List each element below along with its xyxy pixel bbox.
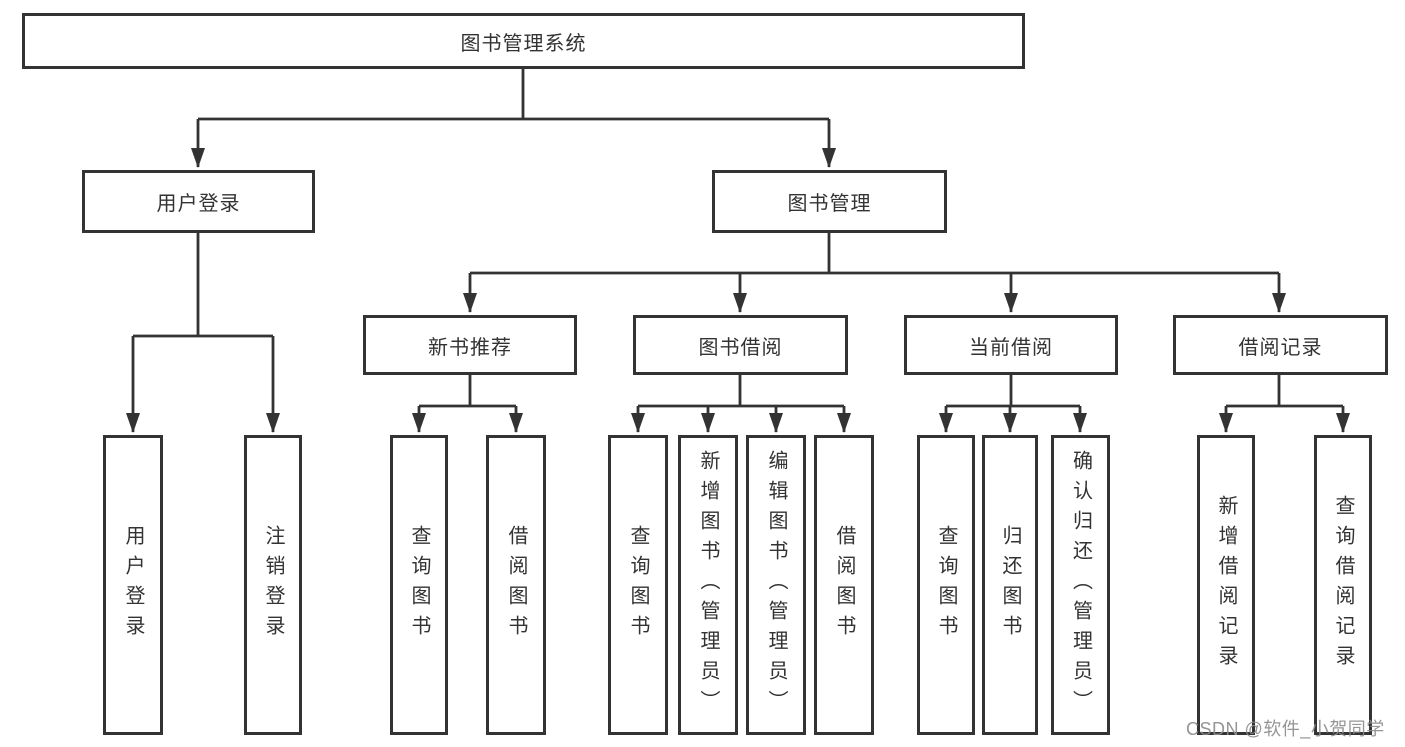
node-leaf-borrow-books-borrowing: 借阅图书 bbox=[814, 435, 874, 735]
node-book-management-label: 图书管理 bbox=[787, 193, 872, 215]
csdn-watermark: CSDN @软件_小贺同学 bbox=[1186, 719, 1385, 739]
node-borrowing-records-label: 借阅记录 bbox=[1238, 336, 1323, 359]
node-leaf-user-login-label: 用户登录 bbox=[122, 525, 144, 645]
node-borrowing-records: 借阅记录 bbox=[1173, 315, 1388, 375]
node-library-management-system-label: 图书管理系统 bbox=[460, 32, 587, 55]
node-leaf-query-books-recommendation: 查询图书 bbox=[390, 435, 448, 735]
node-leaf-query-books-borrowing: 查询图书 bbox=[608, 435, 668, 735]
node-leaf-query-books-current-label: 查询图书 bbox=[935, 525, 957, 645]
node-leaf-add-borrowing-record-label: 新增借阅记录 bbox=[1215, 495, 1237, 675]
node-user-login: 用户登录 bbox=[82, 170, 315, 233]
node-leaf-borrow-books-borrowing-label: 借阅图书 bbox=[833, 525, 855, 645]
node-library-management-system: 图书管理系统 bbox=[22, 13, 1025, 69]
node-leaf-user-login: 用户登录 bbox=[103, 435, 163, 735]
node-leaf-query-books-current: 查询图书 bbox=[917, 435, 975, 735]
node-leaf-return-books-label: 归还图书 bbox=[999, 525, 1021, 645]
node-leaf-query-books-recommendation-label: 查询图书 bbox=[408, 525, 430, 645]
node-leaf-add-borrowing-record: 新增借阅记录 bbox=[1197, 435, 1255, 735]
edges-borrowing-records-to-leaves bbox=[1219, 375, 1350, 433]
node-new-book-recommendation-label: 新书推荐 bbox=[428, 336, 512, 359]
edges-new-book-recommendation-to-leaves bbox=[412, 375, 523, 433]
edges-root-to-level2 bbox=[191, 69, 836, 168]
node-leaf-edit-books-admin-label: 编辑图书（管理员） bbox=[765, 450, 787, 720]
edges-book-management-to-level3 bbox=[463, 233, 1286, 313]
node-user-login-label: 用户登录 bbox=[156, 193, 241, 215]
node-book-management: 图书管理 bbox=[712, 170, 947, 233]
node-leaf-query-borrowing-record-label: 查询借阅记录 bbox=[1332, 495, 1354, 675]
node-leaf-return-books: 归还图书 bbox=[982, 435, 1038, 735]
node-leaf-query-books-borrowing-label: 查询图书 bbox=[627, 525, 649, 645]
node-leaf-borrow-books-recommendation: 借阅图书 bbox=[486, 435, 546, 735]
node-leaf-add-books-admin: 新增图书（管理员） bbox=[678, 435, 738, 735]
node-leaf-add-books-admin-label: 新增图书（管理员） bbox=[697, 450, 719, 720]
node-new-book-recommendation: 新书推荐 bbox=[363, 315, 577, 375]
edges-user-login-to-leaves bbox=[126, 233, 280, 433]
node-leaf-borrow-books-recommendation-label: 借阅图书 bbox=[505, 525, 527, 645]
node-current-borrowing-label: 当前借阅 bbox=[969, 336, 1053, 359]
edges-book-borrowing-to-leaves bbox=[631, 375, 851, 433]
node-leaf-logout: 注销登录 bbox=[244, 435, 302, 735]
node-leaf-confirm-return-admin: 确认归还（管理员） bbox=[1051, 435, 1110, 735]
node-book-borrowing-label: 图书借阅 bbox=[698, 336, 783, 359]
edges-current-borrowing-to-leaves bbox=[939, 375, 1087, 433]
node-leaf-confirm-return-admin-label: 确认归还（管理员） bbox=[1069, 450, 1092, 720]
node-current-borrowing: 当前借阅 bbox=[904, 315, 1118, 375]
node-leaf-edit-books-admin: 编辑图书（管理员） bbox=[746, 435, 806, 735]
node-leaf-query-borrowing-record: 查询借阅记录 bbox=[1314, 435, 1372, 735]
node-leaf-logout-label: 注销登录 bbox=[262, 525, 284, 645]
node-book-borrowing: 图书借阅 bbox=[633, 315, 848, 375]
